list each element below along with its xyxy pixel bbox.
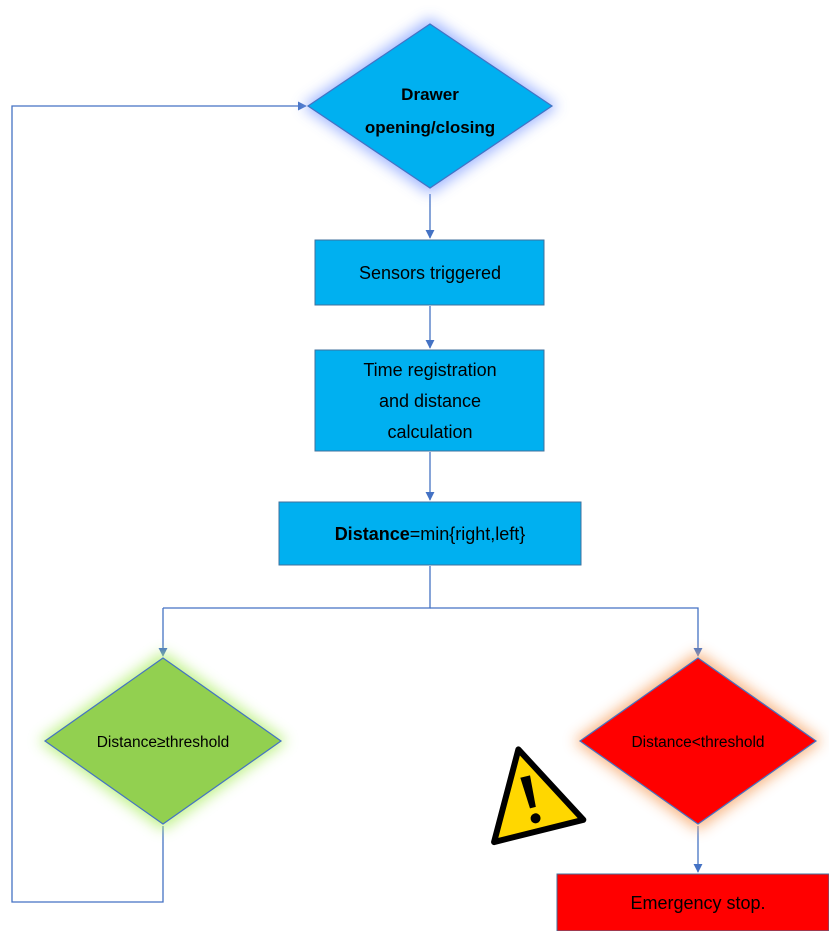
sensors-rect xyxy=(314,239,545,306)
start-label-line2: opening/closing xyxy=(365,118,495,137)
time-registration-box: Time registration and distance calculati… xyxy=(314,349,545,452)
warning-icon xyxy=(491,746,587,846)
emergency-stop-label: Emergency stop. xyxy=(630,893,765,913)
start-label-line1: Drawer xyxy=(401,85,459,104)
start-diamond xyxy=(306,23,554,189)
time-registration-rect xyxy=(314,349,545,452)
sensors-box: Sensors triggered xyxy=(314,239,545,306)
emergency-stop-box: Emergency stop. xyxy=(556,873,829,931)
time-registration-line3: calculation xyxy=(387,422,472,442)
lt-threshold-label: Distance<threshold xyxy=(631,734,764,751)
ge-threshold-label: Distance≥threshold xyxy=(97,734,230,751)
distance-formula-bold: Distance xyxy=(335,524,410,544)
ge-threshold-decision: Distance≥threshold xyxy=(39,652,287,830)
ge-diamond xyxy=(43,657,283,825)
connector-to-lt-diamond xyxy=(430,607,703,657)
sensors-label: Sensors triggered xyxy=(359,263,501,283)
connector-distance-split xyxy=(163,566,431,609)
emergency-stop-rect xyxy=(556,873,829,931)
start-decision: Drawer opening/closing xyxy=(302,18,558,194)
distance-formula-rect xyxy=(278,501,582,566)
distance-formula-rest: =min{right,left} xyxy=(410,524,526,544)
distance-formula-box: Distance=min{right,left} xyxy=(278,501,582,566)
lt-threshold-decision: Distance<threshold xyxy=(574,652,822,830)
connectors xyxy=(11,101,703,903)
distance-formula-text: Distance=min{right,left} xyxy=(335,524,526,544)
lt-diamond xyxy=(578,657,818,825)
time-registration-line2: and distance xyxy=(379,391,481,411)
time-registration-line1: Time registration xyxy=(363,360,496,380)
connector-loop-back xyxy=(11,101,307,903)
